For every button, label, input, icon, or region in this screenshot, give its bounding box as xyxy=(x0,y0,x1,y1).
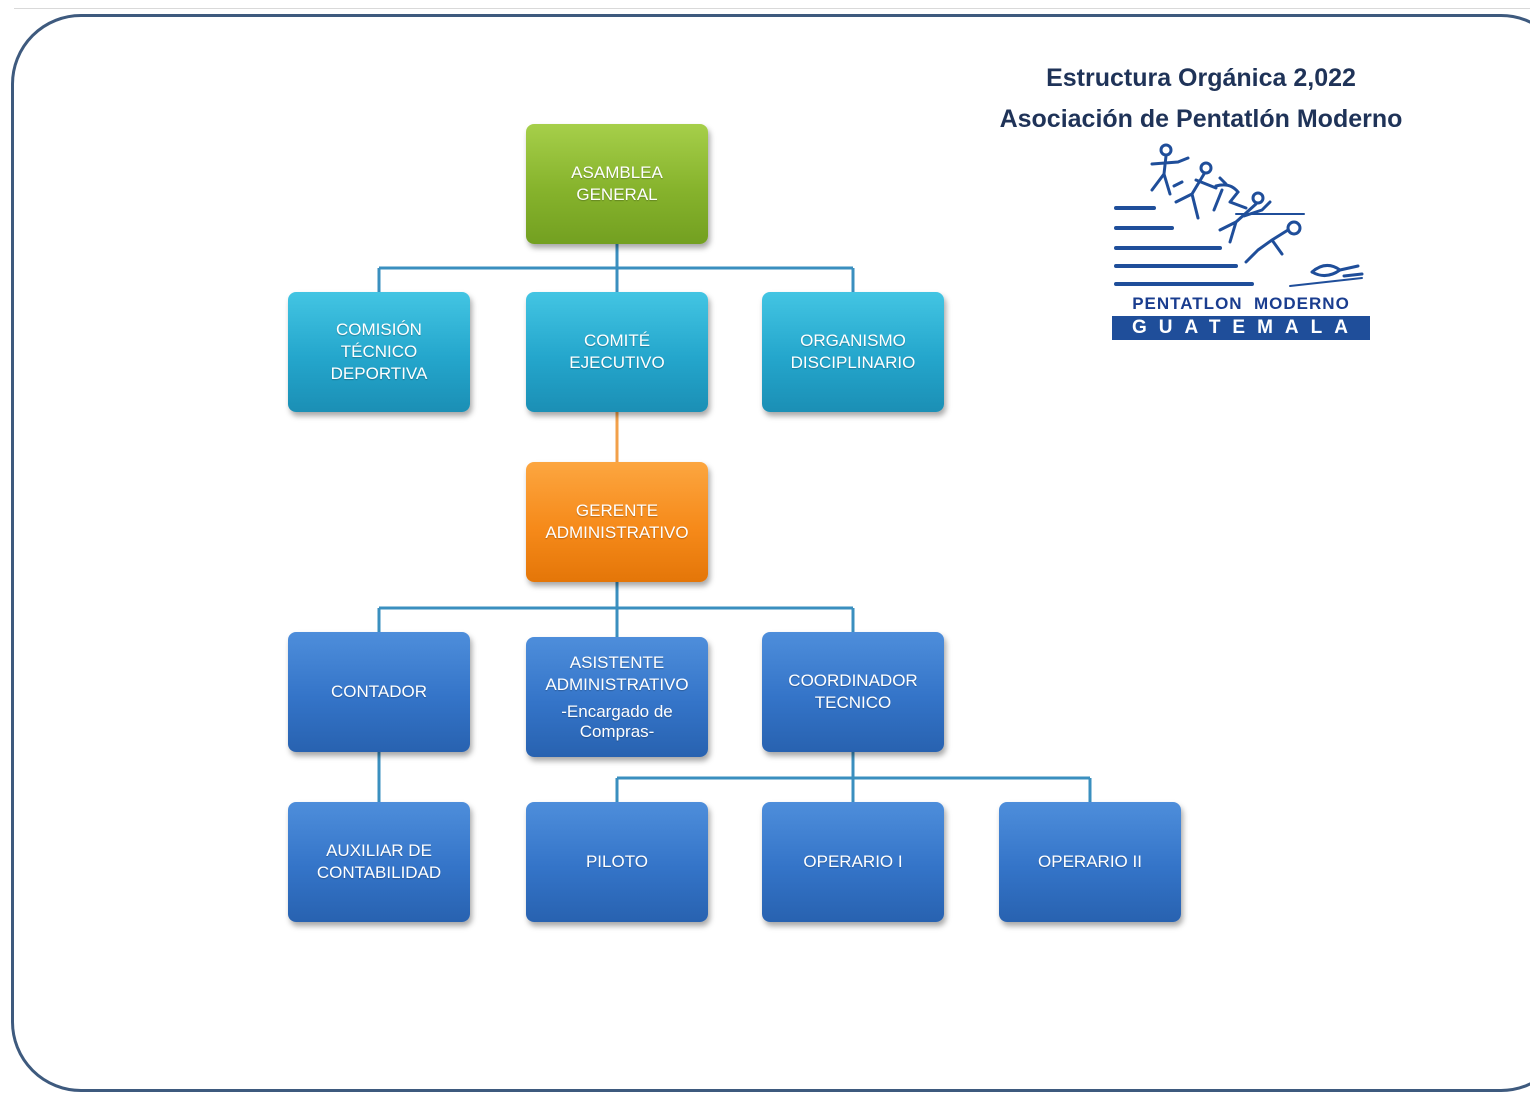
node-comision-tecnico-deportiva: COMISIÓN TÉCNICO DEPORTIVA xyxy=(288,292,470,412)
node-label: COMITÉ EJECUTIVO xyxy=(569,331,665,372)
node-operario-ii: OPERARIO II xyxy=(999,802,1181,922)
node-label: ASAMBLEA xyxy=(571,163,663,182)
node-label: AUXILIAR DE xyxy=(326,841,432,860)
logo-band-guatemala: GUATEMALA xyxy=(1112,316,1370,340)
node-label: TÉCNICO xyxy=(340,342,418,361)
node-operario-i: OPERARIO I xyxy=(762,802,944,922)
node-label: CONTABILIDAD xyxy=(316,863,442,882)
node-label: COMISIÓN xyxy=(336,320,422,339)
node-sublabel-line: -Encargado de xyxy=(561,702,673,721)
connector-coordinador-tier5 xyxy=(615,752,1092,802)
node-contador: CONTADOR xyxy=(288,632,470,752)
node-coordinador-tecnico: COORDINADOR TECNICO xyxy=(762,632,944,752)
node-label: ASISTENTE xyxy=(569,653,665,672)
node-label: GERENTE xyxy=(575,501,659,520)
node-label: PILOTO xyxy=(585,852,649,871)
connector-asamblea-tier2 xyxy=(377,244,855,292)
node-label: OPERARIO II xyxy=(1038,852,1142,871)
pentathlon-athletes-icon xyxy=(1114,143,1364,287)
node-label: ADMINISTRATIVO xyxy=(545,523,689,542)
top-divider xyxy=(14,8,1530,9)
node-label: ADMINISTRATIVO xyxy=(545,675,689,694)
diagram-title-line2: Asociación de Pentatlón Moderno xyxy=(999,105,1403,133)
node-organismo-disciplinario: ORGANISMO DISCIPLINARIO xyxy=(762,292,944,412)
slide-frame xyxy=(11,14,1530,1092)
diagram-title-line1: Estructura Orgánica 2,022 xyxy=(1046,64,1356,92)
node-label: CONTADOR xyxy=(330,682,427,701)
node-sublabel-line: Compras- xyxy=(579,722,655,741)
node-label: ORGANISMO xyxy=(800,331,906,350)
pentatlon-moderno-logo: PENTATLON MODERNO GUATEMALA xyxy=(1112,138,1370,342)
node-auxiliar-de-contabilidad: AUXILIAR DE CONTABILIDAD xyxy=(288,802,470,922)
node-comite-ejecutivo: COMITÉ EJECUTIVO xyxy=(526,292,708,412)
node-label: DISCIPLINARIO xyxy=(790,353,916,372)
node-label: TECNICO xyxy=(814,693,892,712)
node-label: DEPORTIVA xyxy=(330,364,428,383)
node-label: COORDINADOR xyxy=(788,671,918,690)
node-label: OPERARIO I xyxy=(803,852,903,871)
node-gerente-administrativo: GERENTE ADMINISTRATIVO xyxy=(526,462,708,582)
node-asistente-administrativo: ASISTENTE ADMINISTRATIVO -Encargado de C… xyxy=(526,637,708,757)
connector-gerente-tier4 xyxy=(377,582,855,637)
node-asamblea-general: ASAMBLEA GENERAL xyxy=(526,124,708,244)
logo-text-pentatlon-moderno: PENTATLON MODERNO xyxy=(1132,294,1350,313)
node-piloto: PILOTO xyxy=(526,802,708,922)
node-sublabel: -Encargado de Compras- xyxy=(561,702,673,742)
node-label: GENERAL xyxy=(576,185,658,204)
